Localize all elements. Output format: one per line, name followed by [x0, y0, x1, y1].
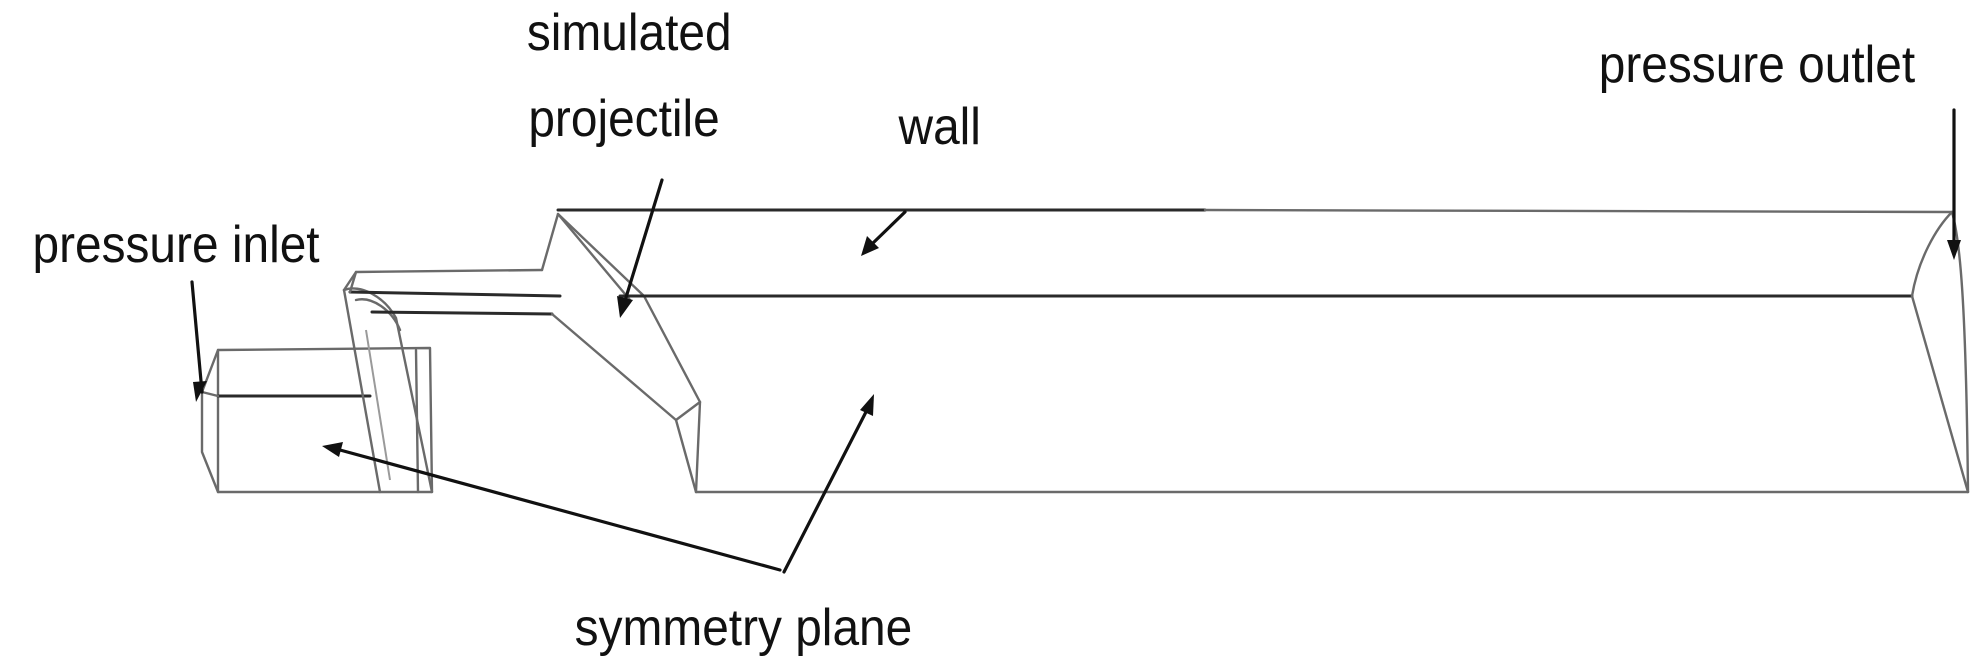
arrowhead-symmetry-plane-right [860, 394, 874, 416]
leader-symmetry-plane-left [338, 448, 782, 572]
domain-geometry [200, 208, 1970, 494]
label-simulated-line2: projectile [528, 89, 719, 147]
label-pressure-inlet: pressure inlet [32, 215, 319, 273]
arrowhead-wall [861, 236, 879, 256]
projectile-face [540, 212, 702, 494]
leader-pressure-inlet [190, 280, 204, 394]
arrowhead-symmetry-plane-left [322, 442, 343, 457]
arrowhead-pressure-outlet [1947, 240, 1961, 260]
barrel [342, 268, 562, 316]
label-symmetry-plane: symmetry plane [575, 598, 913, 656]
labels: pressure inlet simulated projectile wall… [32, 3, 1915, 656]
arrowhead-simulated-projectile [617, 296, 633, 318]
arrowhead-pressure-inlet [193, 381, 207, 402]
inlet-chamber [200, 346, 434, 494]
leader-wall [870, 210, 907, 246]
leader-symmetry-plane-right [782, 406, 870, 574]
label-pressure-outlet: pressure outlet [1599, 35, 1916, 93]
main-chamber [556, 208, 1970, 494]
leader-lines [190, 108, 1961, 574]
label-simulated-line1: simulated [527, 3, 732, 61]
label-wall: wall [898, 97, 981, 155]
leader-simulated-projectile [622, 178, 664, 306]
